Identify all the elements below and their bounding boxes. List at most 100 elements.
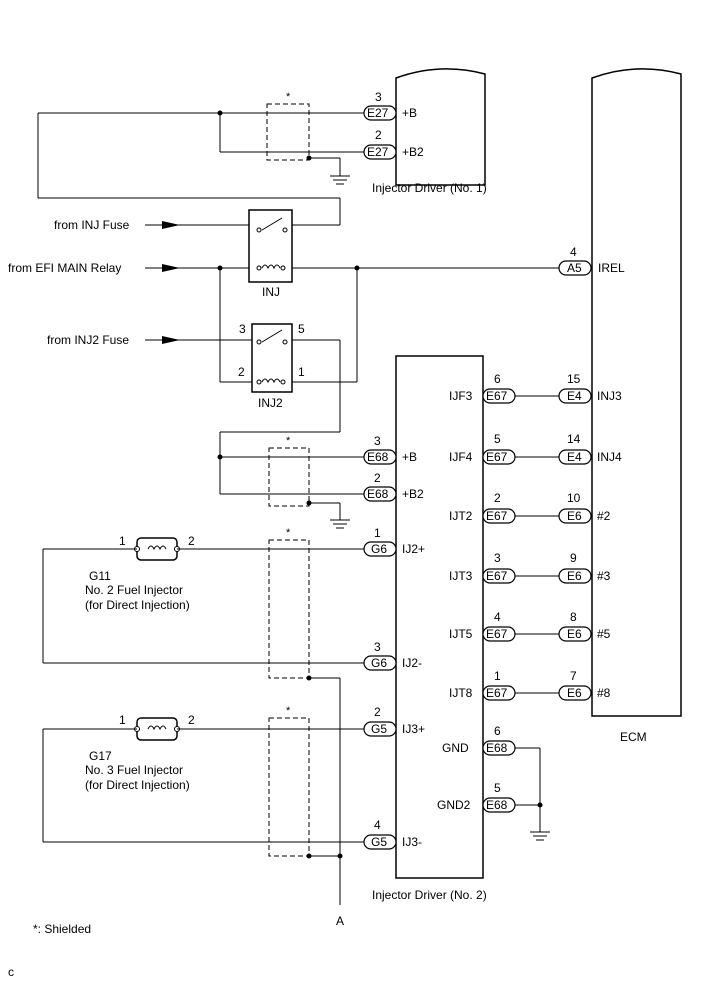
pin-label: IJ2+ xyxy=(402,542,425,556)
connector-e68-1 xyxy=(363,449,397,465)
injector-pin: 1 xyxy=(119,534,126,548)
pin-number: 2 xyxy=(494,491,501,505)
injector-driver-2 xyxy=(395,355,484,879)
pin-label: INJ3 xyxy=(597,389,622,403)
arrow-right-icon xyxy=(162,264,180,272)
connector-label: E67 xyxy=(486,686,508,700)
g17-sub: (for Direct Injection) xyxy=(85,778,190,792)
shield-mark: * xyxy=(286,435,291,447)
pin-label: IJT8 xyxy=(449,686,473,700)
inj2-relay-label: INJ2 xyxy=(258,396,283,410)
pin-label: IJ2- xyxy=(402,656,422,670)
junction-dot xyxy=(337,853,343,859)
connector-a5 xyxy=(558,260,592,276)
ecm-box xyxy=(591,68,682,717)
connector-label: E6 xyxy=(567,509,582,523)
pin-label: +B2 xyxy=(402,487,424,501)
injector-g17 xyxy=(134,717,180,741)
ecm-label: ECM xyxy=(620,730,647,744)
pin-label: IJT5 xyxy=(449,627,473,641)
inj2-relay xyxy=(251,323,293,393)
relay-pin: 3 xyxy=(239,322,246,336)
connector-label: E68 xyxy=(367,450,389,464)
pin-label: IJ3- xyxy=(402,835,422,849)
shield-2 xyxy=(268,447,310,507)
junction-dot xyxy=(306,853,312,859)
pin-label: #8 xyxy=(597,686,611,700)
pin-number: 10 xyxy=(567,491,581,505)
pin-number: 5 xyxy=(494,781,501,795)
pin-number: 3 xyxy=(374,434,381,448)
connector-label: E68 xyxy=(486,741,508,755)
pin-number: 4 xyxy=(494,610,501,624)
driver2-ground xyxy=(482,740,550,841)
g17-name: No. 3 Fuel Injector xyxy=(85,763,183,777)
pin-number: 4 xyxy=(570,245,577,259)
shield-mark: * xyxy=(286,705,291,717)
pin-number: 15 xyxy=(567,372,581,386)
pin-number: 9 xyxy=(570,551,577,565)
pin-number: 1 xyxy=(494,669,501,683)
source-efi-main-relay: from EFI MAIN Relay xyxy=(8,261,121,275)
connector-label: E27 xyxy=(367,145,389,159)
pin-label: INJ4 xyxy=(597,450,622,464)
pin-label: #5 xyxy=(597,627,611,641)
pin-label: GND2 xyxy=(437,798,471,812)
signal-ijt2 xyxy=(482,508,592,524)
signal-ijt8 xyxy=(482,685,592,701)
pin-number: 1 xyxy=(374,526,381,540)
connector-e68-2 xyxy=(363,486,397,502)
junction-dot xyxy=(537,802,543,808)
inj-relay xyxy=(248,209,293,283)
g11-id: G11 xyxy=(89,569,111,583)
g17-wiring xyxy=(42,728,364,843)
shield-drain xyxy=(309,677,341,905)
injector-pin: 1 xyxy=(119,713,126,727)
pin-number: 6 xyxy=(494,372,501,386)
injector-driver-1-label: Injector Driver (No. 1) xyxy=(372,181,487,195)
g17-id: G17 xyxy=(89,749,112,763)
connector-label: E6 xyxy=(567,569,582,583)
junction-dot xyxy=(306,500,312,506)
connector-g5-2 xyxy=(363,834,397,850)
pin-label: IJT3 xyxy=(449,569,473,583)
connector-label: G6 xyxy=(371,656,387,670)
connector-label: E67 xyxy=(486,569,508,583)
source-inj2-fuse: from INJ2 Fuse xyxy=(47,333,129,347)
signal-ijf4 xyxy=(482,449,592,465)
ground-ref: A xyxy=(336,914,344,928)
pin-label: #2 xyxy=(597,509,611,523)
relay-pin: 1 xyxy=(298,365,305,379)
connector-label: E67 xyxy=(486,450,508,464)
pin-label: +B xyxy=(402,450,417,464)
pin-label: #3 xyxy=(597,569,611,583)
connector-label: E68 xyxy=(367,487,389,501)
pin-number: 3 xyxy=(375,90,382,104)
pin-label: IJF3 xyxy=(449,389,473,403)
connector-e27-2 xyxy=(363,144,397,160)
connector-g5-1 xyxy=(363,721,397,737)
arrow-right-icon xyxy=(162,336,180,344)
pin-label: GND xyxy=(442,741,469,755)
injector-g11 xyxy=(134,537,180,561)
pin-number: 4 xyxy=(374,818,381,832)
relay-pin: 2 xyxy=(238,365,245,379)
shield-3 xyxy=(268,539,310,679)
pin-number: 3 xyxy=(374,640,381,654)
connector-label: E67 xyxy=(486,509,508,523)
connector-g6-2 xyxy=(363,655,397,671)
connector-e27-1 xyxy=(363,105,397,121)
connector-label: E6 xyxy=(567,686,582,700)
connector-label: E27 xyxy=(367,106,389,120)
pin-number: 2 xyxy=(374,471,381,485)
signal-ijf3 xyxy=(482,388,592,404)
source-inj-fuse: from INJ Fuse xyxy=(54,218,130,232)
injector-driver-1 xyxy=(395,68,486,186)
g11-sub: (for Direct Injection) xyxy=(85,598,190,612)
connector-label: G5 xyxy=(371,835,387,849)
inj-relay-label: INJ xyxy=(262,285,280,299)
pin-number: 8 xyxy=(570,610,577,624)
shield-4 xyxy=(268,717,310,857)
signal-ijt5 xyxy=(482,626,592,642)
